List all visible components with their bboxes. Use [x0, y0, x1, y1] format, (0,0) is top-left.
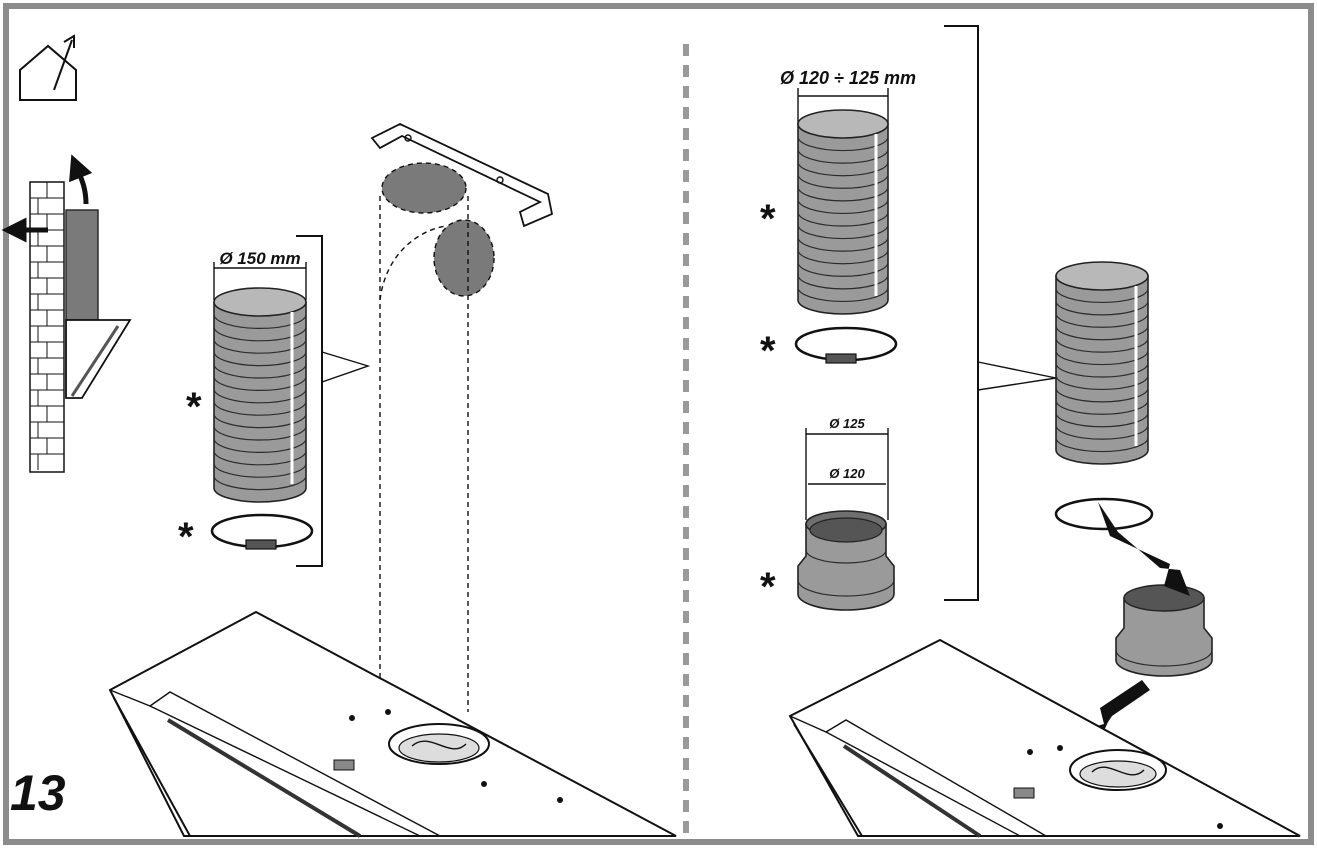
duct-rib: [1055, 437, 1149, 453]
duct-rib: [213, 463, 307, 478]
duct-rib: [1055, 362, 1149, 378]
house-vent-icon: [19, 34, 77, 101]
duct-rib: [1055, 387, 1149, 403]
duct-rib: [213, 413, 307, 429]
duct-rib: [213, 326, 307, 342]
duct-rib: [797, 287, 889, 303]
outlet-opening-top: [381, 162, 467, 214]
install-arrow-icon: [1090, 502, 1190, 748]
duct-rib: [213, 388, 307, 404]
left-hood-body: [108, 610, 677, 838]
duct-rib: [1055, 313, 1149, 328]
duct-rib: [213, 450, 307, 466]
duct-rib: [1055, 375, 1149, 391]
duct-rib: [797, 237, 889, 252]
duct-rib: [1055, 425, 1149, 440]
left-duct-group: Ø 150 mm * *: [178, 235, 371, 567]
reducer-outer-diameter-label: Ø 125: [829, 416, 865, 431]
duct-rib: [213, 376, 307, 391]
duct-rib: [213, 363, 307, 379]
right-bracket: [944, 25, 979, 601]
step-number: 13: [10, 765, 66, 821]
reducer-asterisk: *: [760, 565, 776, 609]
outlet-opening-rear: [433, 219, 495, 297]
right-flexible-duct: [797, 123, 889, 315]
assembled-reducer: [1115, 597, 1213, 677]
duct-rib: [797, 211, 889, 227]
reducer-adapter: [797, 523, 895, 611]
wall-exhaust-icon: [1, 154, 132, 473]
duct-rib: [213, 438, 307, 453]
duct-rib: [797, 161, 889, 177]
reducer-group: Ø 125 Ø 120 *: [760, 416, 895, 611]
mounting-bracket: [370, 122, 554, 228]
duct-rib: [1055, 400, 1149, 415]
duct-rib: [213, 339, 307, 354]
duct-rib: [213, 401, 307, 416]
duct-rib: [797, 186, 889, 202]
duct-rib: [797, 174, 889, 189]
duct-rib: [1055, 300, 1149, 316]
right-duct-diameter-label: Ø 120 ÷ 125 mm: [780, 68, 916, 88]
right-hood-body: [788, 638, 1301, 838]
duct-rib: [213, 351, 307, 367]
duct-rib: [797, 249, 889, 265]
assembled-duct: [1054, 261, 1213, 677]
right-duct-group: Ø 120 ÷ 125 mm * *: [760, 68, 916, 373]
duct-rib: [797, 274, 889, 290]
assembled-hose-clamp: [1054, 497, 1154, 531]
duct-rib: [1055, 412, 1149, 428]
left-clamp-asterisk: *: [178, 515, 194, 559]
duct-rib: [1055, 325, 1149, 341]
left-bracket: [296, 235, 323, 567]
duct-rib: [797, 199, 889, 215]
duct-rib: [797, 224, 889, 240]
duct-rib: [1055, 338, 1149, 353]
left-flexible-duct: [213, 301, 307, 503]
duct-rib: [213, 314, 307, 329]
duct-rib: [1055, 350, 1149, 366]
reducer-inner-diameter-label: Ø 120: [829, 466, 865, 481]
right-clamp-asterisk: *: [760, 329, 776, 373]
duct-rib: [797, 149, 889, 164]
right-duct-asterisk: *: [760, 197, 776, 241]
duct-rib: [797, 136, 889, 152]
duct-rib: [213, 425, 307, 441]
left-duct-diameter-label: Ø 150 mm: [219, 249, 300, 268]
left-duct-asterisk: *: [186, 385, 202, 429]
up-arrow-icon: [69, 154, 93, 205]
duct-rib: [213, 475, 307, 491]
duct-rib: [1055, 288, 1149, 304]
page-frame: [3, 3, 1314, 845]
duct-rib: [797, 262, 889, 277]
